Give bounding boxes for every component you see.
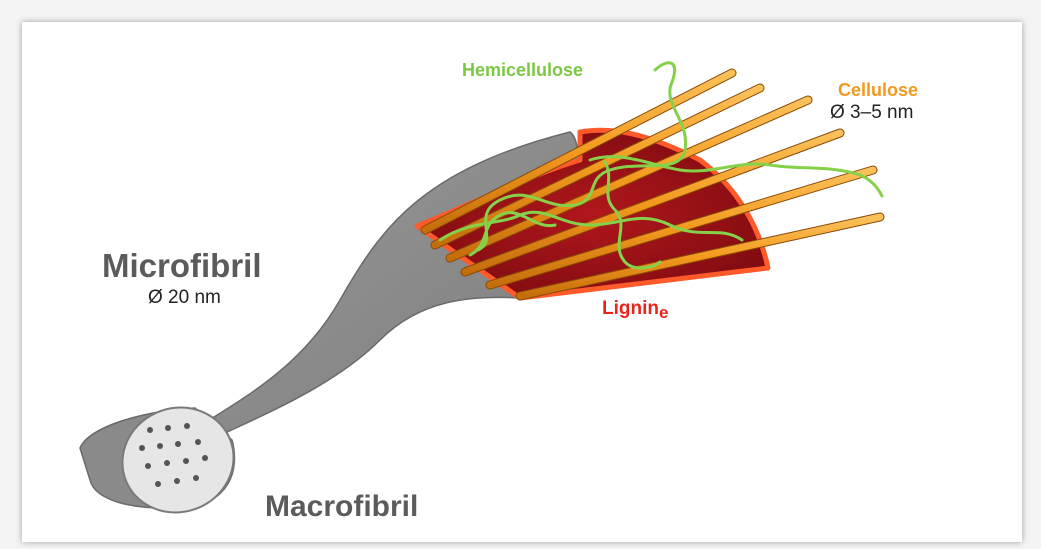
lignine-label-main: Lignin <box>602 298 659 319</box>
lignine-label: Lignine <box>602 298 668 320</box>
lignine-label-sub: e <box>659 303 668 322</box>
macrofibril-label: Macrofibril <box>265 490 418 524</box>
microfibril-diameter-label: Ø 20 nm <box>148 287 221 309</box>
cellulose-label: Cellulose <box>838 80 918 101</box>
microfibril-label: Microfibril <box>102 247 262 285</box>
hemicellulose-label: Hemicellulose <box>462 60 583 81</box>
cellulose-diameter-label: Ø 3–5 nm <box>830 102 913 124</box>
